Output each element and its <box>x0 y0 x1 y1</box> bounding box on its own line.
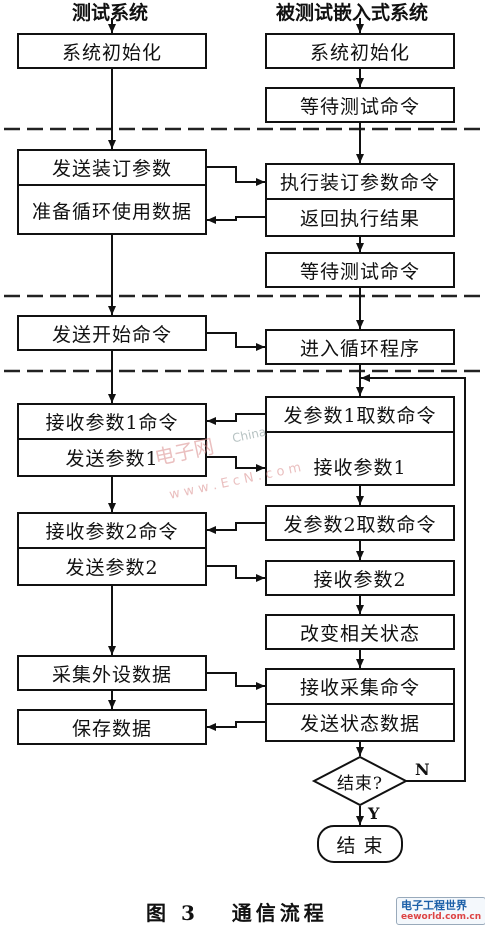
label-left-collect: 采集外设数据 <box>51 663 172 686</box>
label-left-send-binding: 发送装订参数 <box>51 158 172 180</box>
label-right-init: 系统初始化 <box>309 41 410 64</box>
arrow-cross-binding <box>206 166 265 186</box>
label-right-change-state: 改变相关状态 <box>299 622 420 645</box>
decision-yes-label: Y <box>368 804 380 823</box>
brand-logo: 电子工程世界 eeworld.com.cn <box>396 897 485 925</box>
label-left-send-p1: 发送参数1 <box>65 448 159 470</box>
label-left-recv-p2-cmd: 接收参数2命令 <box>45 521 179 543</box>
arrow-cross-start <box>206 332 265 351</box>
box-left-save <box>17 709 207 745</box>
arrow-cross-result <box>207 216 266 224</box>
label-right-return-result: 返回执行结果 <box>299 208 420 230</box>
brand-logo-url: eeworld.com.cn <box>401 912 482 922</box>
label-right-send-state: 发送状态数据 <box>299 713 420 735</box>
arrow-cross-state <box>207 721 266 731</box>
label-left-save: 保存数据 <box>71 717 152 740</box>
arrow-cross-p1-fetch <box>207 413 266 425</box>
label-right-recv-collect: 接收采集命令 <box>299 677 420 699</box>
label-left-init: 系统初始化 <box>61 41 162 64</box>
label-right-send-p2-fetch: 发参数2取数命令 <box>283 513 437 536</box>
terminal-end-shape <box>317 825 403 863</box>
decision-no-label: N <box>415 760 430 779</box>
label-left-send-p2: 发送参数2 <box>65 557 159 579</box>
arrow-cross-p2-send <box>206 565 265 582</box>
label-right-exec-binding: 执行装订参数命令 <box>279 172 440 194</box>
label-right-recv-p1: 接收参数1 <box>313 457 407 479</box>
label-left-prepare-cycle: 准备循环使用数据 <box>31 201 192 223</box>
label-right-send-p1-fetch: 发参数1取数命令 <box>283 405 437 427</box>
arrow-cross-p2-fetch <box>207 522 266 534</box>
label-right-wait1: 等待测试命令 <box>299 95 420 118</box>
figure-caption: 图 3 通信流程 <box>146 901 328 925</box>
label-right-enter-loop: 进入循环程序 <box>299 337 420 360</box>
label-right-recv-p2: 接收参数2 <box>313 568 407 591</box>
arrow-loop-back <box>361 374 466 782</box>
label-left-send-start: 发送开始命令 <box>51 323 172 346</box>
decision-diamond <box>311 755 409 807</box>
label-left-recv-p1-cmd: 接收参数1命令 <box>45 412 179 434</box>
terminal-end-label: 结 束 <box>336 834 384 857</box>
header-test-system: 测试系统 <box>72 2 149 24</box>
header-embedded-system: 被测试嵌入式系统 <box>276 2 429 24</box>
label-right-wait2: 等待测试命令 <box>299 260 420 283</box>
brand-logo-name: 电子工程世界 <box>401 899 467 912</box>
decision-label: 结束? <box>336 773 384 794</box>
arrow-cross-p1-send <box>206 456 265 472</box>
arrow-cross-collect <box>206 672 265 690</box>
